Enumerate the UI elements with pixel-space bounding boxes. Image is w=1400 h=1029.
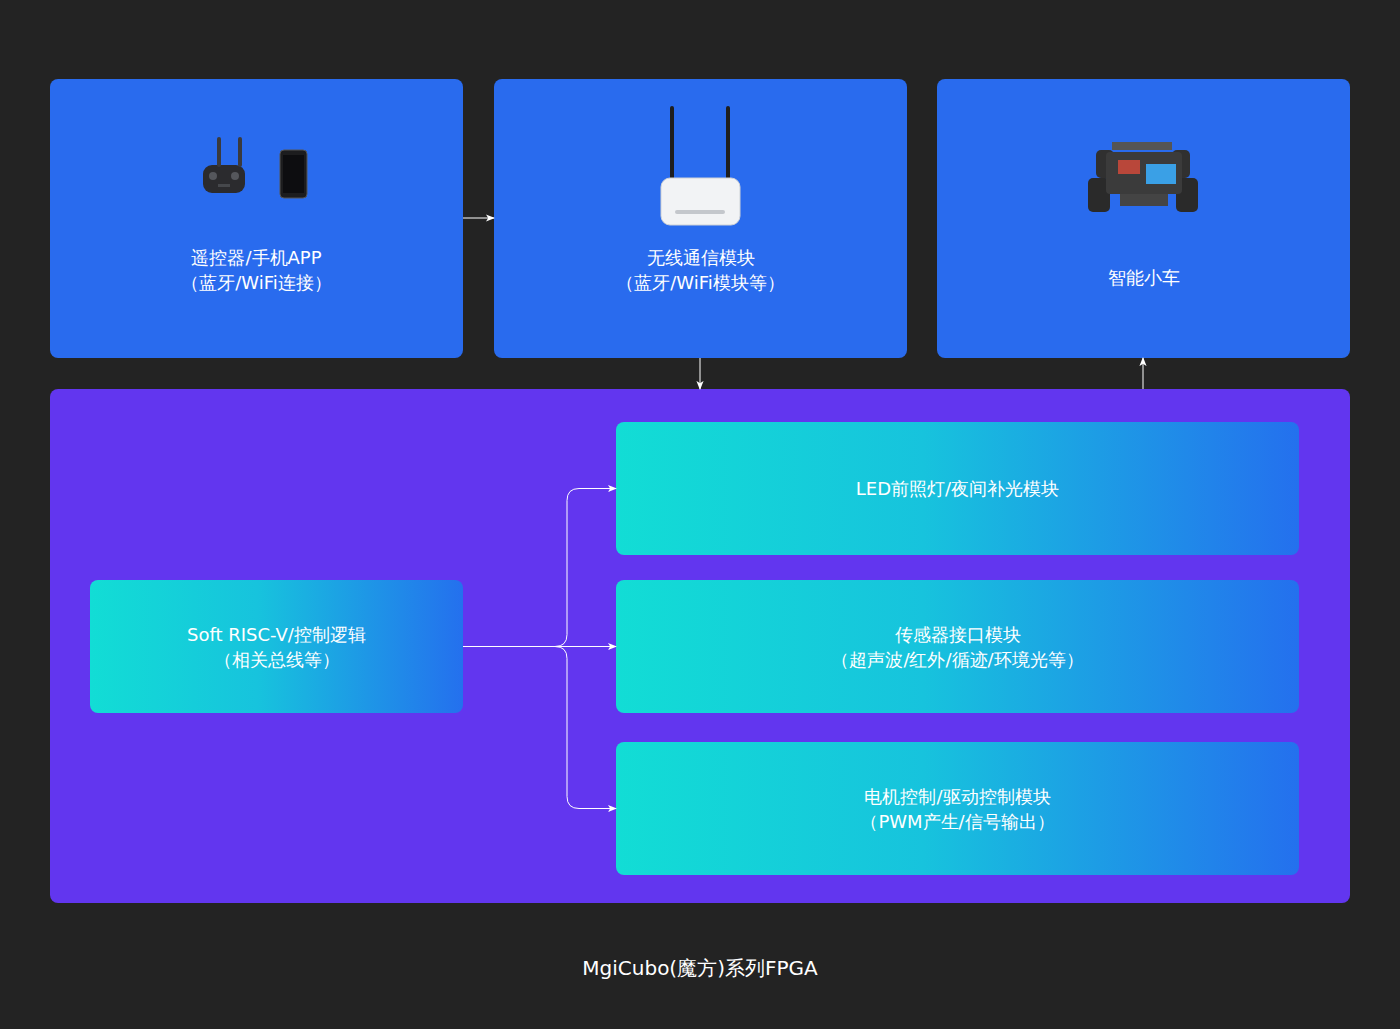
- box-subtitle: （蓝牙/WiFi连接）: [181, 270, 332, 295]
- fpga-label: MgiCubo(魔方)系列FPGA: [50, 954, 1350, 982]
- fpga-band: MgiCubo(魔方)系列FPGASoft RISC-V/控制逻辑（相关总线等）…: [50, 389, 1350, 903]
- box-title: 遥控器/手机APP: [191, 245, 321, 270]
- input-device-box: 遥控器/手机APP（蓝牙/WiFi连接）: [50, 79, 463, 358]
- box-subtitle: （PWM产生/信号输出）: [860, 809, 1054, 834]
- motor-module-box: 电机控制/驱动控制模块（PWM产生/信号输出）: [616, 742, 1299, 875]
- box-subtitle: （蓝牙/WiFi模块等）: [616, 270, 785, 295]
- box-title: 智能小车: [1108, 265, 1180, 290]
- box-title: 无线通信模块: [647, 245, 755, 270]
- sensor-module-box: 传感器接口模块（超声波/红外/循迹/环境光等）: [616, 580, 1299, 713]
- box-subtitle: （相关总线等）: [214, 647, 340, 672]
- box-title: Soft RISC-V/控制逻辑: [187, 622, 366, 647]
- arrow-connector: [700, 358, 701, 389]
- wireless-module-box: 无线通信模块（蓝牙/WiFi模块等）: [494, 79, 907, 358]
- led-module-box: LED前照灯/夜间补光模块: [616, 422, 1299, 555]
- box-subtitle: （超声波/红外/循迹/环境光等）: [831, 647, 1083, 672]
- smart-car-box: 智能小车: [937, 79, 1350, 358]
- box-title: 传感器接口模块: [895, 622, 1021, 647]
- box-title: LED前照灯/夜间补光模块: [856, 476, 1059, 501]
- riscv-box: Soft RISC-V/控制逻辑（相关总线等）: [90, 580, 463, 713]
- box-title: 电机控制/驱动控制模块: [864, 784, 1050, 809]
- arrow-connector: [1143, 358, 1144, 389]
- arrow-connector: [463, 218, 494, 219]
